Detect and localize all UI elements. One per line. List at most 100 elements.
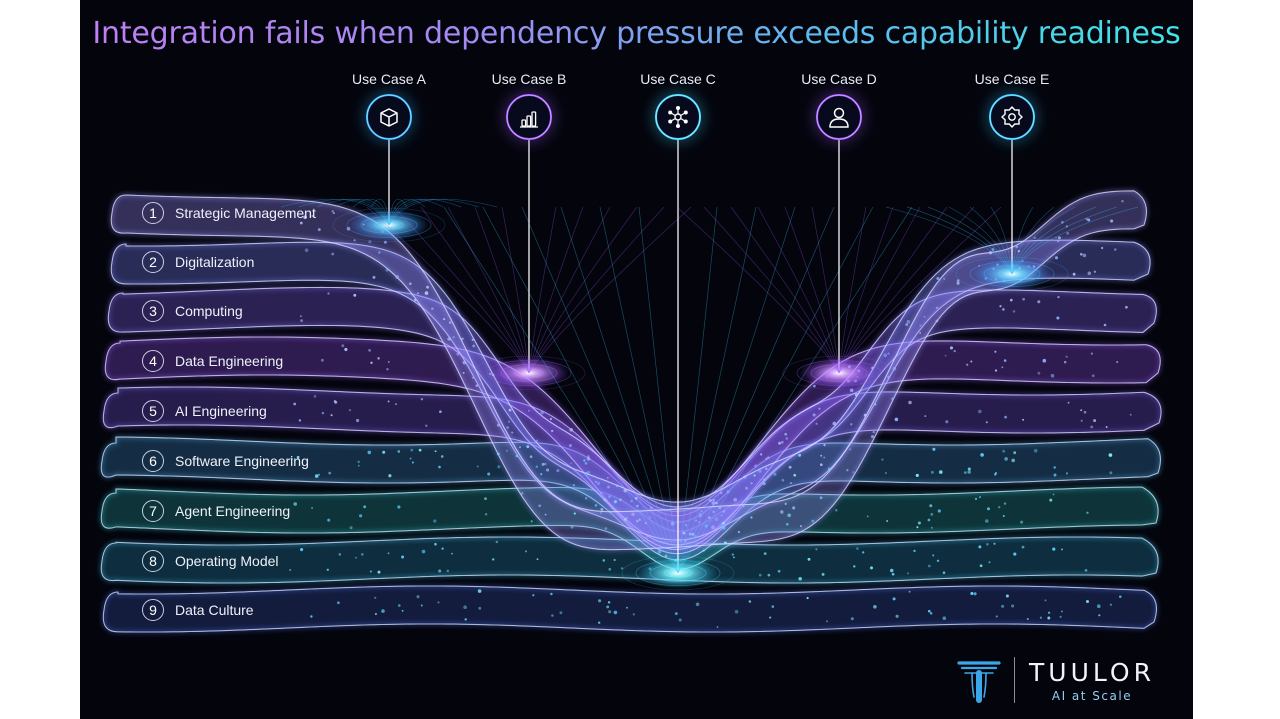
particle [819, 496, 823, 500]
particle [994, 350, 997, 353]
particle [526, 445, 530, 449]
particle [585, 471, 588, 475]
flow-streak [370, 198, 390, 226]
particle [927, 518, 931, 522]
sink-glow [349, 209, 429, 241]
flow-streak [838, 206, 975, 374]
particle [572, 484, 576, 487]
particle [1003, 359, 1007, 362]
particle [913, 549, 916, 553]
particle [988, 251, 993, 255]
particle [712, 510, 715, 513]
particle [891, 572, 895, 576]
particle [714, 517, 719, 521]
particle [883, 353, 888, 358]
particle [505, 449, 509, 452]
particle [424, 291, 429, 295]
particle [866, 515, 869, 518]
particle [395, 275, 400, 279]
particle [408, 282, 412, 286]
particle [1080, 409, 1083, 412]
particle [446, 569, 450, 573]
particle [722, 525, 726, 530]
particle [1125, 305, 1128, 309]
particle [1065, 225, 1068, 228]
particle [475, 384, 479, 387]
particle [431, 307, 434, 310]
flow-streak [388, 198, 480, 226]
particle [708, 516, 711, 519]
particle [353, 293, 357, 297]
flow-streak [677, 206, 874, 574]
flow-streak [528, 206, 557, 374]
particle [550, 592, 553, 596]
particle [688, 532, 692, 536]
particle [311, 215, 314, 217]
particle [704, 524, 708, 528]
layered-surface-illustration [99, 90, 1164, 634]
particle [632, 613, 636, 616]
particle [327, 292, 330, 295]
particle [437, 601, 440, 604]
particle [584, 462, 588, 465]
particle [1053, 473, 1057, 477]
particle [535, 439, 539, 442]
flow-streak [784, 206, 840, 374]
particle [1004, 457, 1008, 461]
sink-ripple [332, 207, 446, 243]
particle [434, 450, 437, 453]
layer-surface-fill [103, 586, 1157, 632]
particle [1097, 604, 1101, 608]
particle [773, 472, 777, 476]
flow-streak [838, 206, 921, 374]
particle [823, 444, 826, 447]
particle [765, 467, 768, 471]
particle [1004, 415, 1007, 419]
particle [719, 491, 723, 495]
flow-streak [677, 206, 835, 574]
particle [387, 360, 390, 363]
layer-number-badge: 8 [142, 550, 164, 572]
flow-streak [316, 198, 390, 226]
particle [1001, 366, 1004, 369]
particle [608, 568, 612, 571]
particle [872, 431, 875, 434]
particle [300, 548, 304, 552]
particle [398, 604, 401, 607]
particle [1108, 453, 1113, 457]
particle [1052, 547, 1056, 551]
particle [529, 455, 533, 459]
sink-glow [638, 557, 718, 589]
particle [477, 589, 482, 593]
particle [397, 505, 401, 509]
particle [657, 549, 662, 554]
use-case-icons [362, 90, 1039, 144]
particle [994, 369, 998, 372]
particle [1121, 200, 1124, 203]
flow-streak [388, 198, 426, 226]
particle [700, 510, 703, 513]
particle [1057, 236, 1061, 240]
flow-streak [388, 198, 408, 226]
layer-number-badge: 4 [142, 350, 164, 372]
flow-streak [366, 206, 530, 374]
particle [818, 407, 821, 410]
particle [723, 541, 727, 545]
particle [935, 319, 939, 323]
particle [456, 352, 460, 356]
particle [1093, 270, 1097, 273]
particle [942, 616, 947, 620]
particle [985, 421, 988, 424]
particle [889, 568, 894, 573]
particle [784, 502, 787, 506]
particle [905, 323, 909, 327]
particle [722, 521, 725, 525]
flow-streak [677, 206, 718, 574]
particle [849, 388, 854, 393]
particle [328, 471, 332, 475]
particle [1054, 256, 1059, 260]
particle [606, 476, 609, 479]
particle [994, 472, 998, 475]
particle [798, 577, 802, 581]
particle [716, 625, 719, 628]
